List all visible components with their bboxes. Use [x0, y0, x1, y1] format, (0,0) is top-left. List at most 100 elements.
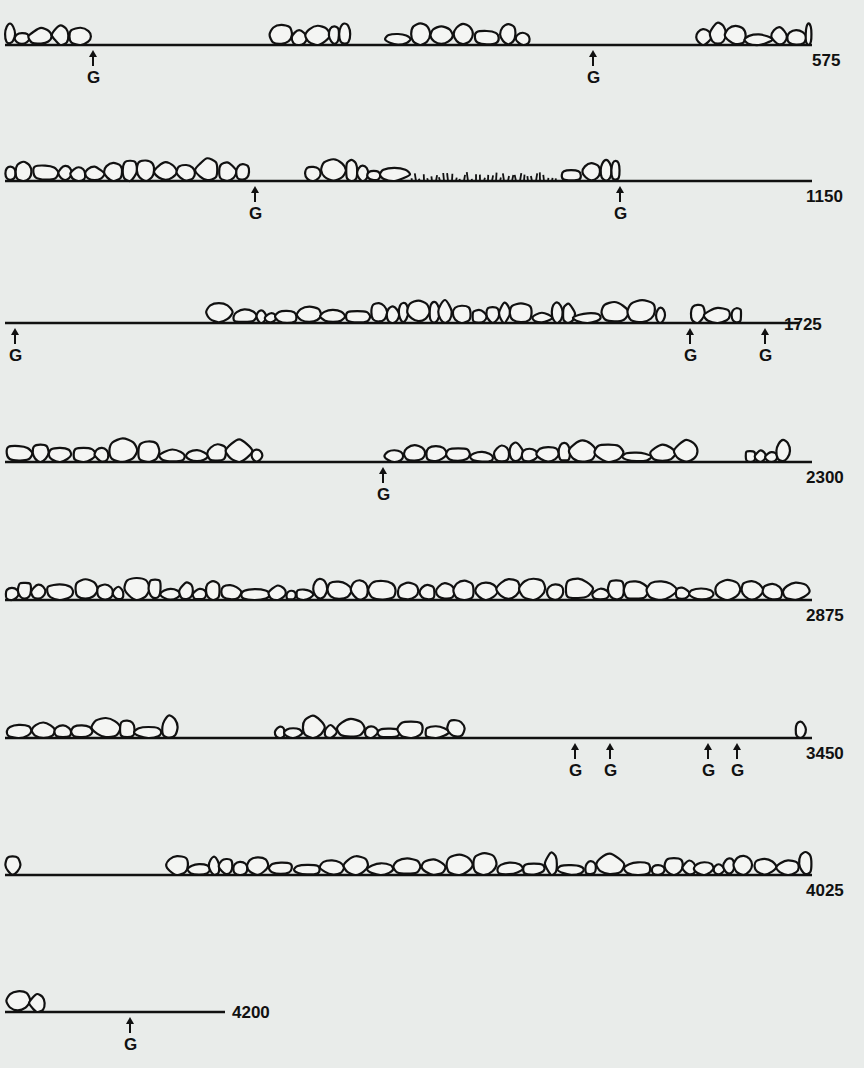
stone: [499, 303, 510, 323]
stone: [104, 163, 122, 181]
stone: [166, 856, 188, 875]
stone: [622, 453, 651, 462]
stone: [234, 309, 257, 321]
stone: [447, 720, 464, 736]
grass-blade: [459, 179, 461, 181]
gap-arrow: [704, 743, 712, 759]
gap-arrow: [11, 328, 19, 344]
stone: [85, 167, 104, 181]
stone: [431, 26, 453, 44]
stone: [473, 310, 487, 323]
stone: [715, 580, 740, 600]
stone: [380, 168, 410, 181]
stone: [519, 579, 545, 600]
stone: [269, 863, 292, 874]
stone: [160, 589, 180, 600]
stone: [558, 865, 584, 875]
grass-blade: [436, 175, 437, 181]
stone: [162, 715, 177, 737]
grass-blade: [455, 178, 458, 181]
stone: [337, 719, 365, 737]
stone: [447, 855, 473, 875]
gap-marker: G: [684, 347, 697, 364]
stone: [305, 167, 321, 181]
stone: [5, 24, 15, 44]
stone: [806, 23, 812, 45]
stone: [665, 858, 683, 875]
stone: [404, 445, 425, 461]
grass-blade: [492, 175, 493, 181]
stone: [494, 445, 509, 461]
stone: [536, 447, 558, 461]
stone: [475, 31, 499, 44]
stone: [411, 23, 430, 45]
stone: [233, 862, 247, 875]
gap-marker: G: [377, 486, 390, 503]
stone: [552, 302, 563, 323]
stone: [69, 28, 90, 45]
gap-arrow: [571, 743, 579, 759]
stone: [207, 444, 226, 460]
stone: [206, 303, 232, 322]
gap-arrow: [733, 743, 741, 759]
stone: [206, 581, 220, 600]
stone: [16, 162, 32, 181]
distance-number: 575: [812, 52, 840, 69]
stone: [252, 450, 263, 462]
gap-arrow: [616, 186, 624, 202]
grass-blade: [426, 178, 429, 181]
gap-arrow: [89, 50, 97, 66]
stone: [656, 308, 665, 323]
stone: [29, 994, 45, 1012]
stone: [186, 450, 208, 461]
stone: [420, 585, 435, 599]
stone: [371, 303, 387, 321]
grass-blade: [439, 177, 440, 181]
stone: [275, 311, 296, 323]
stone: [76, 579, 98, 598]
stone: [704, 308, 730, 323]
stone: [647, 581, 677, 599]
stone: [6, 588, 19, 600]
stone: [498, 863, 523, 875]
stone: [384, 450, 403, 462]
stone: [393, 858, 420, 873]
stone: [776, 440, 790, 461]
stone: [268, 585, 285, 600]
stone: [562, 170, 581, 180]
stone: [95, 448, 109, 462]
stone: [426, 446, 446, 461]
stone: [154, 162, 177, 180]
distance-number: 2875: [806, 607, 844, 624]
stone: [745, 34, 773, 45]
stone: [601, 302, 628, 321]
grass-blade: [547, 178, 549, 181]
stone: [247, 857, 268, 874]
stone: [446, 448, 470, 460]
stone: [763, 584, 782, 599]
grass-blade: [442, 173, 445, 181]
stone: [787, 30, 806, 45]
stone: [32, 722, 55, 737]
stone: [179, 582, 193, 599]
stone: [496, 579, 519, 599]
stone: [650, 445, 675, 461]
grass-blade: [471, 179, 473, 181]
distance-number: 4025: [806, 882, 844, 899]
grass-blade: [526, 176, 528, 181]
stone: [297, 307, 321, 322]
stone: [159, 449, 184, 461]
stone: [275, 727, 285, 738]
gap-marker: G: [759, 347, 772, 364]
grass-blade: [555, 178, 557, 181]
stone: [325, 725, 337, 738]
stone: [346, 160, 357, 181]
stone: [292, 30, 307, 45]
distance-number: 4200: [232, 1004, 270, 1021]
stone: [236, 164, 249, 179]
stone: [18, 583, 31, 599]
grass-blade: [523, 175, 525, 181]
stone: [70, 167, 85, 181]
stone: [367, 863, 393, 875]
